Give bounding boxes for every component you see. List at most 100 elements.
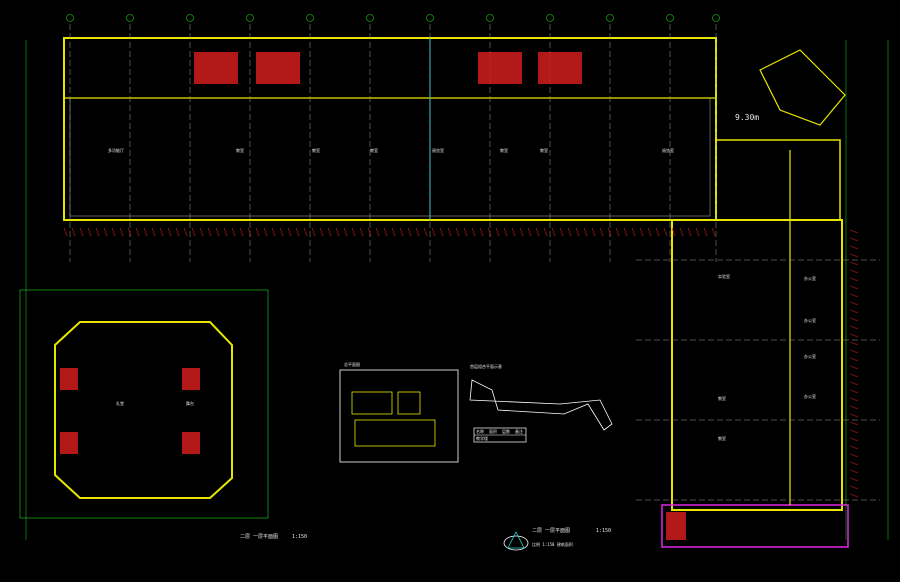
- hatch-mark: [849, 357, 859, 362]
- hatch-mark: [849, 285, 859, 290]
- hatch-mark: [159, 227, 164, 237]
- hatch-mark: [599, 227, 604, 237]
- seating-block: [256, 52, 300, 84]
- main-plan-title: 二层 一层平面图: [532, 528, 570, 534]
- right-wing-plan: [661, 49, 849, 548]
- hatch-mark: [849, 333, 859, 338]
- hatch-mark: [295, 227, 300, 237]
- room-label: 阅览室: [432, 147, 444, 153]
- seating-block: [182, 432, 200, 454]
- grid-bubble: [712, 14, 720, 22]
- hatch-mark: [151, 227, 156, 237]
- hatch-mark: [849, 277, 859, 282]
- compass-needle: [507, 531, 525, 549]
- site-building-c: [354, 419, 436, 447]
- main-plan-scale: 1:150: [596, 528, 611, 534]
- hatch-mark: [849, 349, 859, 354]
- top-wing-outer-wall: [63, 37, 717, 221]
- room-label: 办公室: [804, 353, 816, 359]
- hatch-mark: [311, 227, 316, 237]
- top-wing-plan: [63, 37, 717, 221]
- hatch-mark: [663, 227, 668, 237]
- hatch-mark: [849, 429, 859, 434]
- grid-lines: [66, 14, 880, 501]
- hatch-mark: [135, 227, 140, 237]
- room-label: 教室: [718, 395, 726, 401]
- room-label: 教室: [540, 147, 548, 153]
- hatch-mark: [849, 413, 859, 418]
- hatch-mark: [567, 227, 572, 237]
- grid-bubble: [126, 14, 134, 22]
- hatch-mark: [849, 461, 859, 466]
- hatch-mark: [343, 227, 348, 237]
- hatch-mark: [639, 227, 644, 237]
- grid-bubble: [366, 14, 374, 22]
- hatch-mark: [111, 227, 116, 237]
- hatch-mark: [239, 227, 244, 237]
- hatch-mark: [849, 381, 859, 386]
- hatch-mark: [183, 227, 188, 237]
- hatch-mark: [849, 309, 859, 314]
- hatch-mark: [849, 389, 859, 394]
- hatch-mark: [849, 445, 859, 450]
- hatch-mark: [559, 227, 564, 237]
- hatch-mark: [551, 227, 556, 237]
- seating-blocks: [60, 52, 686, 540]
- hatch-mark: [615, 227, 620, 237]
- hatch-mark: [487, 227, 492, 237]
- grid-bubble: [246, 14, 254, 22]
- hatch-mark: [367, 227, 372, 237]
- hatch-mark: [431, 227, 436, 237]
- compass-ring: [503, 535, 529, 551]
- hatch-mark: [687, 227, 692, 237]
- room-label: 舞台: [186, 400, 194, 406]
- table-cell: 面积: [489, 428, 497, 434]
- room-label: 实验室: [718, 273, 730, 279]
- hatch-mark: [679, 227, 684, 237]
- hatch-mark: [849, 269, 859, 274]
- site-building-b: [397, 391, 421, 415]
- hatch-mark: [631, 227, 636, 237]
- hatch-mark: [167, 227, 172, 237]
- hatch-mark: [143, 227, 148, 237]
- room-label: 礼堂: [116, 400, 124, 406]
- hatch-mark: [231, 227, 236, 237]
- hatch-mark: [103, 227, 108, 237]
- hatch-mark: [191, 227, 196, 237]
- hatch-mark: [415, 227, 420, 237]
- hatch-mark: [351, 227, 356, 237]
- hatch-mark: [527, 227, 532, 237]
- angled-stair-block: [759, 49, 846, 126]
- hatch-mark: [849, 365, 859, 370]
- grid-bubble: [66, 14, 74, 22]
- hatch-mark: [711, 227, 716, 237]
- hatch-mark: [647, 227, 652, 237]
- hatch-mark: [247, 227, 252, 237]
- room-label: 阅览室: [662, 147, 674, 153]
- table-cell: 教学楼: [476, 435, 488, 441]
- right-wing-outer-wall: [671, 219, 843, 511]
- room-label: 教室: [312, 147, 320, 153]
- hatch-mark: [479, 227, 484, 237]
- seating-block: [478, 52, 522, 84]
- main-plan-note: 比例 1:150 建筑面积: [532, 541, 573, 547]
- level-mark: 9.30m: [735, 113, 759, 122]
- hatch-mark: [271, 227, 276, 237]
- north-arrow-icon: [503, 531, 529, 551]
- table-cell: 层数: [502, 428, 510, 434]
- hatch-mark: [623, 227, 628, 237]
- hatch-mark: [849, 293, 859, 298]
- hatch-mark: [359, 227, 364, 237]
- hatch-mark: [849, 237, 859, 242]
- hatch-mark: [423, 227, 428, 237]
- hatch-mark: [849, 485, 859, 490]
- hatch-mark: [849, 469, 859, 474]
- hatch-mark: [849, 477, 859, 482]
- hatch-mark: [63, 227, 68, 237]
- grid-bubble: [186, 14, 194, 22]
- right-wing-end-block: [661, 504, 849, 548]
- hatch-mark: [303, 227, 308, 237]
- hatch-mark: [223, 227, 228, 237]
